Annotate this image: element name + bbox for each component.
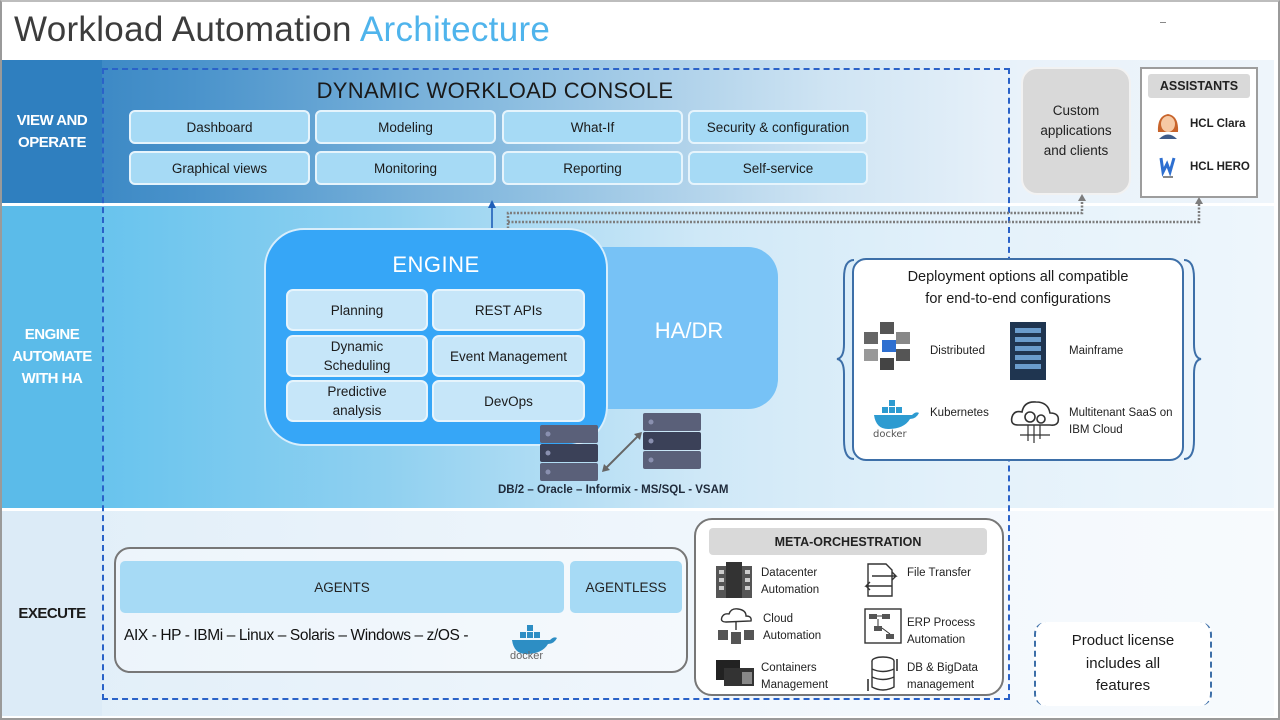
layer-label-execute: EXECUTE bbox=[2, 511, 102, 716]
layer-label-view: VIEW AND OPERATE bbox=[2, 60, 102, 203]
console-feature-self-service: Self-service bbox=[688, 151, 868, 185]
console-feature-security: Security & configuration bbox=[688, 110, 868, 144]
deployment-kubernetes-label: Kubernetes bbox=[930, 407, 989, 419]
docker-icon bbox=[512, 625, 557, 654]
database-replica-icon bbox=[643, 413, 701, 469]
db-bigdata-icon bbox=[867, 656, 898, 691]
engine-feature-rest-apis: REST APIs bbox=[432, 289, 585, 331]
agentless-label: AGENTLESS bbox=[570, 561, 682, 613]
erp-process-icon bbox=[864, 608, 902, 644]
arrow-up-icon bbox=[1195, 197, 1203, 204]
deployment-mainframe-label: Mainframe bbox=[1069, 345, 1124, 357]
engine-feature-predictive-analysis: Predictive analysis bbox=[286, 380, 428, 422]
assistant-hero-label: HCL HERO bbox=[1190, 161, 1250, 173]
deployment-saas-label: Multitenant SaaS on IBM Cloud bbox=[1069, 407, 1173, 436]
console-feature-reporting: Reporting bbox=[502, 151, 683, 185]
cloud-gear-icon bbox=[1010, 401, 1060, 443]
cloud-automation-icon bbox=[718, 608, 754, 644]
console-title: DYNAMIC WORKLOAD CONSOLE bbox=[316, 78, 674, 103]
meta-item-datacenter: Datacenter Automation bbox=[761, 567, 820, 596]
sync-arrow-icon bbox=[602, 432, 642, 472]
hero-logo-icon bbox=[1150, 148, 1186, 184]
brace-icon bbox=[836, 259, 855, 460]
engine-feature-dynamic-scheduling: Dynamic Scheduling bbox=[286, 335, 428, 377]
assistants-title: ASSISTANTS bbox=[1148, 74, 1250, 98]
database-list: DB/2 – Oracle – Informix - MS/SQL - VSAM bbox=[498, 484, 729, 496]
layer-label-engine: ENGINE AUTOMATE WITH HA bbox=[2, 206, 102, 508]
supported-platforms: AIX - HP - IBMi – Linux – Solaris – Wind… bbox=[124, 627, 469, 644]
engine-feature-planning: Planning bbox=[286, 289, 428, 331]
engine-feature-devops: DevOps bbox=[432, 380, 585, 422]
avatar-icon bbox=[1150, 106, 1186, 142]
meta-item-containers: Containers Management bbox=[761, 662, 829, 691]
meta-orchestration-title: META-ORCHESTRATION bbox=[709, 528, 987, 555]
decor-dash bbox=[1160, 22, 1166, 23]
meta-item-db-bigdata: DB & BigData management bbox=[907, 662, 978, 691]
meta-item-erp: ERP Process Automation bbox=[907, 617, 976, 646]
assistant-clara-label: HCL Clara bbox=[1190, 118, 1246, 130]
agents-label: AGENTS bbox=[120, 561, 564, 613]
docker-icon: docker bbox=[873, 400, 919, 440]
console-feature-dashboard: Dashboard bbox=[129, 110, 310, 144]
datacenter-icon bbox=[716, 562, 752, 598]
meta-item-cloud: Cloud Automation bbox=[763, 613, 822, 642]
product-license-note: Product license includes all features bbox=[1034, 622, 1212, 706]
arrow-up-icon bbox=[1078, 194, 1086, 201]
brace-icon bbox=[1183, 259, 1202, 460]
title-main: Workload Automation bbox=[14, 10, 352, 49]
deployment-distributed-label: Distributed bbox=[930, 345, 985, 357]
console-feature-monitoring: Monitoring bbox=[315, 151, 496, 185]
file-transfer-icon bbox=[864, 563, 898, 597]
mainframe-icon bbox=[1010, 322, 1046, 380]
dotted-connector-assistants bbox=[508, 201, 1201, 224]
meta-item-file-transfer: File Transfer bbox=[907, 567, 971, 579]
ha-dr-label: HA/DR bbox=[654, 318, 724, 343]
engine-title: ENGINE bbox=[392, 252, 480, 277]
ha-dr-box bbox=[600, 247, 778, 409]
svg-text:docker: docker bbox=[873, 429, 908, 440]
engine-feature-event-management: Event Management bbox=[432, 335, 585, 377]
dotted-connector-custom bbox=[506, 198, 1084, 288]
page-title: Workload Automation Architecture bbox=[14, 10, 550, 50]
arrow-up-icon bbox=[488, 200, 496, 208]
docker-wordmark: docker bbox=[510, 650, 544, 662]
containers-icon bbox=[716, 660, 754, 686]
distributed-icon bbox=[864, 322, 910, 370]
console-feature-whatif: What-If bbox=[502, 110, 683, 144]
title-accent: Architecture bbox=[359, 10, 551, 49]
console-feature-modeling: Modeling bbox=[315, 110, 496, 144]
custom-applications-box: Custom applications and clients bbox=[1021, 67, 1131, 195]
console-feature-graphical-views: Graphical views bbox=[129, 151, 310, 185]
database-server-icon bbox=[540, 425, 598, 481]
